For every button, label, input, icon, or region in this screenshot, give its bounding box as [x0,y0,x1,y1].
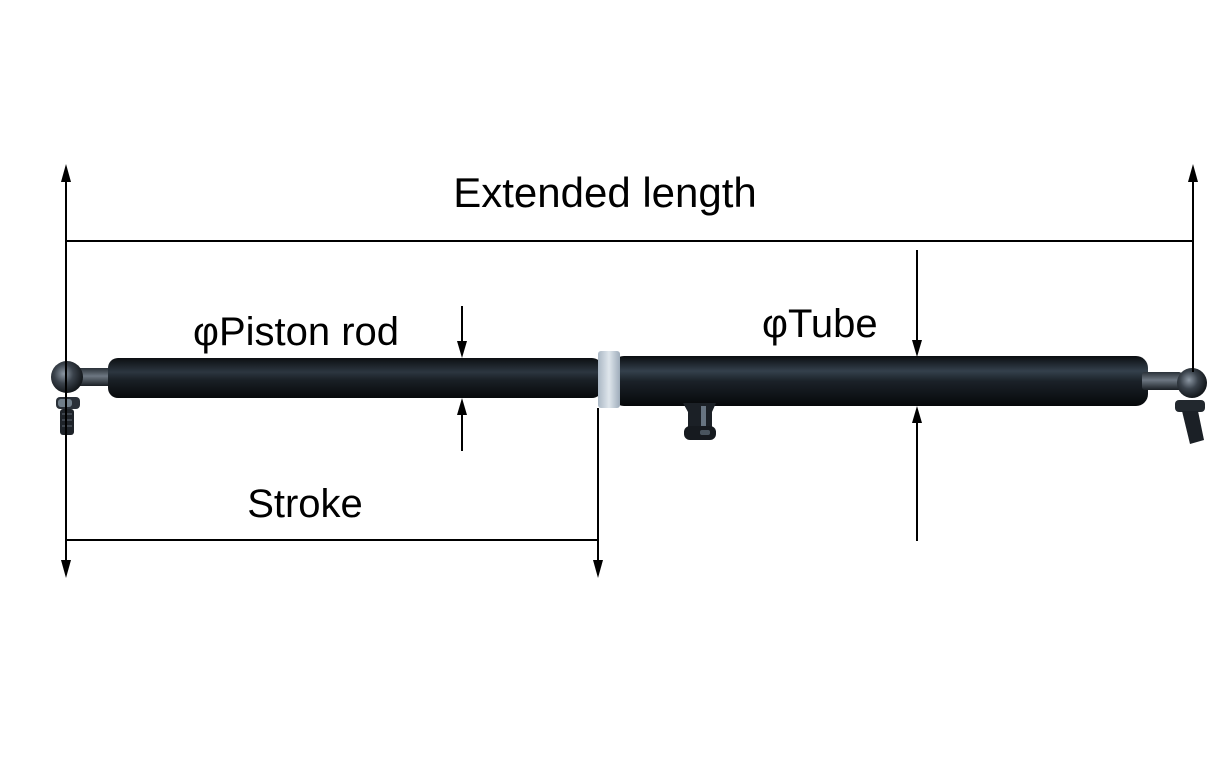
arrow-down-icon [912,340,922,357]
extended-length-label: Extended length [453,169,757,216]
seal-ring [598,351,620,408]
arrow-up-icon [1188,164,1198,182]
arrow-up-icon [457,398,467,415]
piston-rod [108,358,602,398]
arrow-up-icon [912,406,922,423]
left-end-fitting [51,361,115,435]
right-extension-line [1188,164,1198,372]
arrow-up-icon [61,164,71,182]
gas-spring [51,351,1207,444]
mounting-stud [683,403,716,440]
piston-rod-label: φPiston rod [193,310,399,354]
piston-rod-diameter-dimension: φPiston rod [193,306,467,451]
tube-diameter-dimension: φTube [762,250,922,541]
right-end-fitting [1142,368,1207,444]
arrow-down-icon [593,560,603,578]
arrow-down-icon [61,560,71,578]
tube-label: φTube [762,302,878,346]
stroke-dimension: Stroke [66,408,603,578]
cylinder-tube [612,356,1148,406]
extended-length-dimension: Extended length [66,169,1193,242]
arrow-down-icon [457,341,467,358]
left-extension-line [61,164,71,578]
stroke-label: Stroke [247,482,363,526]
